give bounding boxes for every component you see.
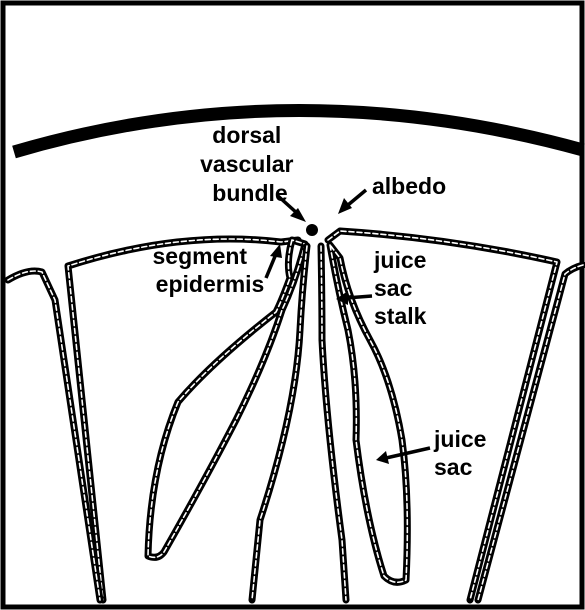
rind-outline	[14, 110, 583, 152]
right-segment-membrane	[328, 231, 557, 600]
adjacent-segment-right	[478, 265, 583, 600]
arrow-segment-epidermis	[266, 244, 282, 278]
dorsal-vascular-bundle-dot	[306, 224, 318, 236]
label-dorsal-vascular-bundle: dorsal vascular bundle	[200, 122, 300, 206]
label-albedo: albedo	[372, 173, 446, 199]
juice-sac-stalk	[252, 246, 346, 600]
label-juice-sac: juice sac	[433, 426, 493, 480]
arrow-albedo	[338, 190, 366, 214]
label-segment-epidermis: segment epidermis	[153, 243, 265, 297]
label-juice-sac-stalk: juice sac stalk	[373, 247, 433, 329]
